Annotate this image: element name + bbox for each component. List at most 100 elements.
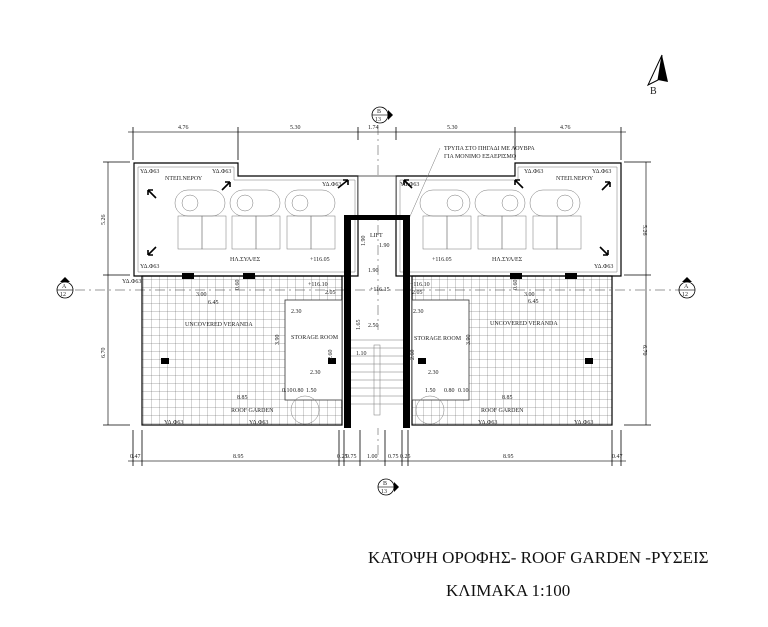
svg-text:3.90: 3.90 — [275, 335, 281, 346]
lower-roof — [141, 175, 613, 426]
svg-text:2.30: 2.30 — [413, 309, 424, 315]
stair-height-dim: 1.65 — [356, 320, 362, 331]
drain-label: ΥΔ.Φ63 — [322, 182, 341, 188]
drain-label: ΥΔ.Φ63 — [524, 169, 543, 175]
svg-text:B: B — [383, 481, 387, 487]
water-tank-label: ΝΤΕΠ.ΝΕΡΟΥ — [165, 176, 203, 182]
svg-text:0.25: 0.25 — [337, 454, 348, 460]
svg-text:0.80: 0.80 — [444, 388, 455, 394]
bottom-dimensions: 0.47 8.95 0.25 0.75 1.00 0.75 0.25 8.95 … — [128, 430, 626, 466]
north-label: B — [650, 86, 657, 97]
level-label: +116.05 — [310, 257, 330, 263]
svg-text:0.25: 0.25 — [400, 454, 411, 460]
svg-text:B: B — [377, 109, 381, 115]
note-line-2: ΓΙΑ ΜΟΝΙΜΟ ΕΞΑΕΡΙΣΜΟ — [444, 154, 517, 160]
svg-text:4.76: 4.76 — [178, 125, 189, 131]
svg-text:1.90: 1.90 — [379, 243, 390, 249]
svg-text:5.30: 5.30 — [447, 125, 458, 131]
svg-text:0.10: 0.10 — [458, 388, 469, 394]
veranda-label-left: UNCOVERED VERANDA — [185, 322, 253, 328]
svg-text:0.75: 0.75 — [346, 454, 357, 460]
door-dim-right: 2.05 — [412, 290, 423, 296]
storage-label-right: STORAGE ROOM — [414, 336, 462, 342]
drawing-title: ΚΑΤΟΨΗ ΟΡΟΦΗΣ- ROOF GARDEN -ΡΥΣΕΙΣ — [368, 548, 709, 567]
svg-text:12: 12 — [60, 292, 66, 298]
spiral-stair-dim-right: 1.50 — [425, 388, 436, 394]
svg-text:2.50: 2.50 — [368, 323, 379, 329]
lift-shaft — [357, 175, 397, 217]
roof-garden-label-left: ROOF GARDEN — [231, 408, 274, 414]
svg-text:A: A — [684, 284, 689, 290]
svg-text:2.30: 2.30 — [428, 370, 439, 376]
svg-text:0.75: 0.75 — [388, 454, 399, 460]
section-marker-a-right: A 12 — [678, 277, 696, 299]
svg-text:3.00: 3.00 — [196, 292, 207, 298]
svg-text:0.80: 0.80 — [293, 388, 304, 394]
svg-text:8.85: 8.85 — [237, 395, 248, 401]
spiral-stair-dim-left: 1.50 — [306, 388, 317, 394]
drain-arrow-icons — [147, 179, 611, 256]
svg-text:3.90: 3.90 — [466, 335, 472, 346]
svg-text:8.95: 8.95 — [503, 454, 514, 460]
storage-label-left: STORAGE ROOM — [291, 335, 339, 341]
water-tank-label: ΝΤΕΠ.ΝΕΡΟΥ — [556, 176, 594, 182]
lift-label: LIFT — [370, 233, 383, 239]
stair-core — [161, 215, 593, 428]
water-tanks-right — [419, 189, 582, 250]
pad-dim-right: 0.60 — [513, 280, 519, 291]
svg-text:+116.15: +116.15 — [370, 287, 390, 293]
svg-text:5.26: 5.26 — [641, 225, 647, 236]
drain-label: ΥΔ.Φ63 — [140, 264, 159, 270]
drain-label: ΥΔ.Φ63 — [212, 169, 231, 175]
drain-label: ΥΔ.Φ63 — [592, 169, 611, 175]
svg-text:0.47: 0.47 — [130, 454, 141, 460]
svg-text:8.95: 8.95 — [233, 454, 244, 460]
svg-text:2.60: 2.60 — [328, 350, 334, 361]
svg-text:0.47: 0.47 — [612, 454, 623, 460]
top-dimensions: 4.76 5.30 1.74 5.30 4.76 — [128, 125, 626, 160]
svg-text:6.70: 6.70 — [101, 348, 107, 359]
svg-text:A: A — [62, 284, 67, 290]
svg-text:1.74: 1.74 — [368, 125, 379, 131]
svg-text:ΥΔ.Φ63: ΥΔ.Φ63 — [478, 420, 497, 426]
svg-text:ΥΔ.Φ63: ΥΔ.Φ63 — [164, 420, 183, 426]
svg-text:12: 12 — [682, 292, 688, 298]
svg-text:2.60: 2.60 — [410, 350, 416, 361]
side-dimensions: 5.26 6.70 5.26 6.70 — [101, 161, 651, 426]
storage-room-left — [284, 299, 343, 401]
svg-text:0.10: 0.10 — [282, 388, 293, 394]
svg-text:3.00: 3.00 — [524, 292, 535, 298]
section-marker-b-bottom: B 13 — [377, 478, 399, 496]
level-label: +116.05 — [432, 257, 452, 263]
svg-text:4.76: 4.76 — [560, 125, 571, 131]
svg-text:2.30: 2.30 — [310, 370, 321, 376]
solar-label: ΗΛ.ΣΥΛ/ΕΣ — [230, 257, 261, 263]
pad-dim-left: 0.60 — [235, 280, 241, 291]
north-arrow-icon: B — [646, 54, 668, 97]
svg-text:6.45: 6.45 — [528, 299, 539, 305]
svg-text:1.00: 1.00 — [367, 454, 378, 460]
water-tanks-left — [174, 189, 336, 250]
note-line-1: ΤΡΥΠΑ ΣΤΟ ΠΗΓΑΔΙ ΜΕ ΛΟΥΒΡΑ — [444, 146, 535, 152]
door-dim-left: 2.05 — [325, 290, 336, 296]
svg-text:1.90: 1.90 — [361, 236, 367, 247]
section-marker-a-left: A 12 — [56, 277, 74, 299]
svg-text:+116.10: +116.10 — [308, 282, 328, 288]
svg-text:1.10: 1.10 — [356, 351, 367, 357]
svg-text:13: 13 — [381, 489, 387, 495]
storage-room-right — [411, 299, 470, 401]
svg-text:+116.10: +116.10 — [410, 282, 430, 288]
drawing-scale: ΚΛΙΜΑΚΑ 1:100 — [446, 581, 570, 600]
svg-text:13: 13 — [375, 117, 381, 123]
svg-text:5.30: 5.30 — [290, 125, 301, 131]
svg-text:6.70: 6.70 — [641, 345, 647, 356]
drain-label: ΥΔ.Φ63 — [122, 279, 141, 285]
veranda-label-right: UNCOVERED VERANDA — [490, 321, 558, 327]
roof-garden-label-right: ROOF GARDEN — [481, 408, 524, 414]
svg-text:ΥΔ.Φ63: ΥΔ.Φ63 — [249, 420, 268, 426]
drain-label: ΥΔ.Φ63 — [594, 264, 613, 270]
svg-text:6.45: 6.45 — [208, 300, 219, 306]
solar-label: ΗΛ.ΣΥΛ/ΕΣ — [492, 257, 523, 263]
svg-text:ΥΔ.Φ63: ΥΔ.Φ63 — [574, 420, 593, 426]
